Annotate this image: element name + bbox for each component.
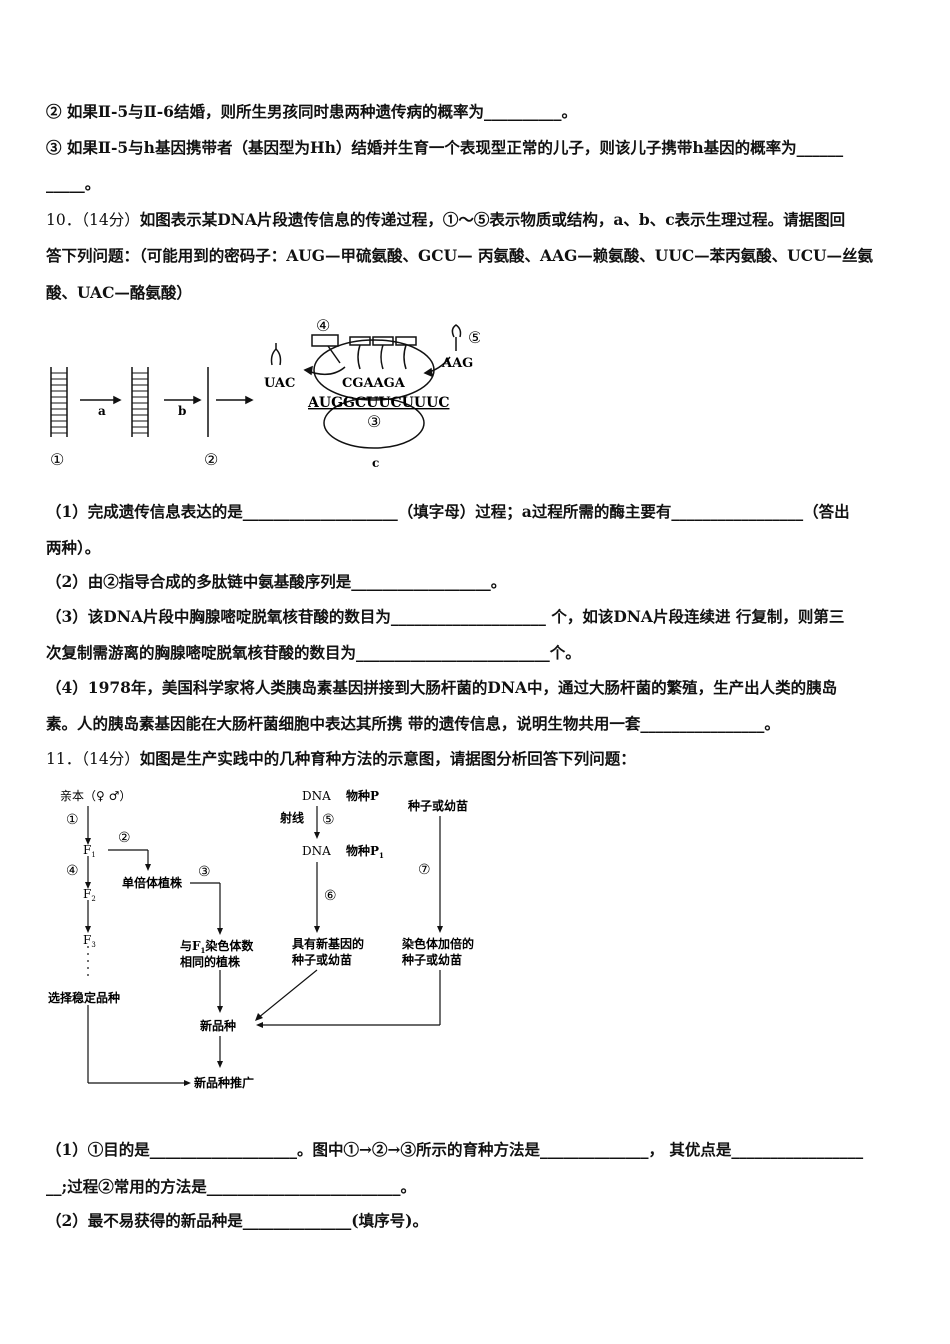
dna-label-2: DNA [302, 844, 331, 858]
question-10-part-4-cont: 素。人的胰岛素基因能在大肠杆菌细胞中表达其所携 带的遗传信息，说明生物共用一套_… [46, 714, 780, 733]
same-chromosome-label: 与F1染色体数 [180, 938, 254, 955]
f2-label: F2 [83, 887, 96, 903]
new-gene-label-2: 种子或幼苗 [291, 952, 352, 967]
f3-text: F [83, 933, 91, 947]
f2-text: F [83, 887, 91, 901]
label-1: ① [50, 450, 64, 469]
question-11-part-2: （2）最不易获得的新品种是______________(填序号)。 [46, 1211, 428, 1230]
question-10-codons: 答下列问题：（可能用到的密码子：AUG—甲硫氨酸、GCU— 丙氨酸、AAG—赖氨… [46, 246, 874, 265]
question-10-part-4: （4）1978年，美国科学家将人类胰岛素基因拼接到大肠杆菌的DNA中，通过大肠杆… [46, 678, 838, 697]
step-4: ④ [66, 863, 79, 879]
label-2: ② [204, 450, 218, 469]
question-11-part-1-cont: __;过程②常用的方法是_________________________。 [46, 1177, 416, 1196]
species-p1-sub: 1 [379, 851, 384, 860]
step-7: ⑦ [418, 862, 431, 878]
parent-label: 亲本（♀ ♂） [60, 789, 131, 803]
question-11-text: 如图是生产实践中的几种育种方法的示意图，请据图分析回答下列问题： [139, 749, 636, 768]
label-b: b [178, 404, 186, 418]
species-p-label: 物种P [346, 788, 379, 803]
ray-label: 射线 [279, 810, 304, 825]
new-gene-label: 具有新基因的 [292, 936, 364, 951]
dna-transfer-figure: a b ① ② ③ ④ ⑤ c UAC CGAAGA AAG AUGGCUUCU… [50, 316, 480, 470]
step-6: ⑥ [324, 888, 337, 904]
species-p1-label: 物种P1 [346, 843, 384, 860]
same-sub: 1 [201, 946, 206, 955]
question-10-stem: 10．（14分）如图表示某DNA片段遗传信息的传递过程，①～⑤表示物质或结构，a… [46, 210, 845, 230]
haploid-label: 单倍体植株 [122, 875, 183, 890]
new-variety-label: 新品种 [200, 1018, 236, 1033]
trna-aag: AAG [441, 356, 473, 371]
trna-uac: UAC [264, 376, 295, 391]
f2-sub: 2 [91, 895, 95, 903]
dna-label-1: DNA [302, 789, 331, 803]
question-9-part-3-cont: _____。 [46, 174, 101, 193]
label-5: ⑤ [468, 328, 480, 347]
select-stable-label: 选择稳定品种 [48, 990, 120, 1005]
same-chromosome-label-2: 相同的植株 [180, 954, 241, 969]
step-1: ① [66, 812, 79, 828]
promote-label: 新品种推广 [194, 1075, 254, 1090]
label-4: ④ [316, 316, 330, 335]
step-5: ⑤ [322, 812, 335, 828]
label-a: a [98, 404, 106, 418]
breeding-methods-figure: 亲本（♀ ♂） ① ② ③ ④ F1 F2 F3 单倍体植株 与F1染色体数 相… [48, 788, 474, 1090]
question-10-part-1: （1）完成遗传信息表达的是____________________（填字母）过程… [46, 502, 850, 521]
question-10-part-3-cont: 次复制需游离的胸腺嘧啶脱氧核苷酸的数目为____________________… [46, 643, 581, 662]
mrna-sequence: AUGGCUUCUUUC [307, 395, 449, 411]
f1-text: F [83, 843, 91, 857]
f1-sub: 1 [91, 851, 95, 859]
question-10-codons-cont: 酸、UAC—酪氨酸） [46, 283, 192, 302]
seed-seedling-label: 种子或幼苗 [407, 798, 468, 813]
question-10-part-2: （2）由②指导合成的多肽链中氨基酸序列是__________________。 [46, 572, 507, 591]
doubled-label: 染色体加倍的 [401, 936, 474, 951]
question-11-part-1: （1）①目的是___________________。图中①→②→③所示的育种方… [46, 1140, 864, 1159]
question-11-number: 11．（14分） [46, 750, 140, 768]
label-3: ③ [367, 412, 381, 431]
f3-label: F3 [83, 933, 96, 949]
f1-label: F1 [83, 843, 96, 859]
step-3: ③ [198, 864, 211, 880]
step-2: ② [118, 830, 131, 846]
question-10-number: 10．（14分） [46, 211, 140, 229]
question-10-part-1-cont: 两种）。 [46, 538, 101, 557]
same-b: 染色体数 [204, 938, 254, 953]
label-c: c [372, 456, 379, 470]
question-11-stem: 11．（14分）如图是生产实践中的几种育种方法的示意图，请据图分析回答下列问题： [46, 749, 636, 769]
f3-sub: 3 [91, 941, 95, 949]
species-p1-text: 物种P [346, 843, 379, 858]
question-9-part-3: ③ 如果Ⅱ-5与h基因携带者（基因型为Hh）结婚并生育一个表现型正常的儿子，则该… [46, 138, 844, 157]
trna-cgaaga: CGAAGA [342, 376, 406, 391]
question-10-text: 如图表示某DNA片段遗传信息的传递过程，①～⑤表示物质或结构，a、b、c表示生理… [139, 210, 846, 229]
same-a: 与F [180, 939, 201, 953]
question-9-part-2: ② 如果Ⅱ-5与Ⅱ-6结婚，则所生男孩同时患两种遗传病的概率为_________… [46, 102, 577, 121]
doubled-label-2: 种子或幼苗 [401, 952, 462, 967]
question-10-part-3: （3）该DNA片段中胸腺嘧啶脱氧核苷酸的数目为_________________… [46, 607, 845, 626]
